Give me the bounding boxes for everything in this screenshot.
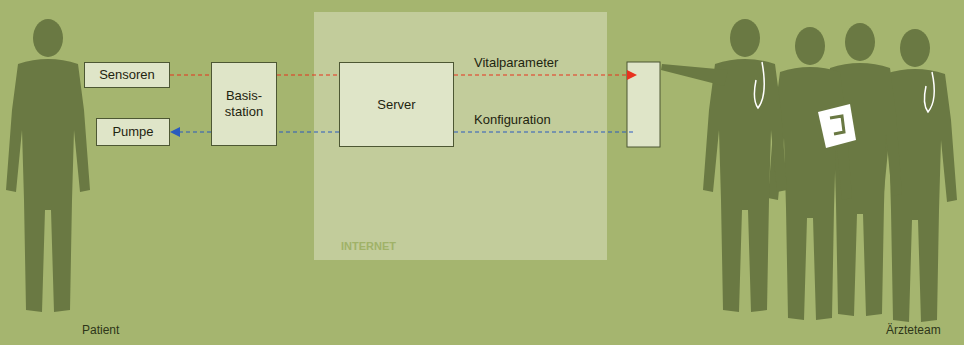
region-label: INTERNET <box>341 240 396 252</box>
signal-connector <box>179 131 211 132</box>
box-label: Server <box>374 97 418 113</box>
tablet-display <box>627 62 660 147</box>
box-label: Sensoren <box>96 67 158 83</box>
device-box: Pumpe <box>96 118 170 146</box>
doctor-silhouettes <box>661 19 957 322</box>
signal-label: Vitalparameter <box>474 55 558 70</box>
config-line <box>454 131 636 132</box>
clipboard <box>818 104 856 148</box>
vital-arrowhead <box>627 70 637 80</box>
box-label: Basis- station <box>212 88 276 120</box>
signal-connector <box>277 131 339 132</box>
person-label: Ärzteteam <box>886 323 941 337</box>
person-label: Patient <box>82 323 119 337</box>
stethoscopes <box>754 62 934 112</box>
vital-line <box>454 74 628 75</box>
box-label: Pumpe <box>109 124 156 140</box>
device-box: Sensoren <box>84 62 170 88</box>
device-box: Basis- station <box>211 62 277 146</box>
server-box: Server <box>339 62 454 147</box>
arrowhead <box>170 127 180 137</box>
signal-connector <box>170 74 211 75</box>
internet-panel <box>314 12 607 260</box>
patient-silhouette <box>6 19 90 312</box>
signal-connector <box>277 74 339 75</box>
signal-label: Konfiguration <box>474 112 551 127</box>
